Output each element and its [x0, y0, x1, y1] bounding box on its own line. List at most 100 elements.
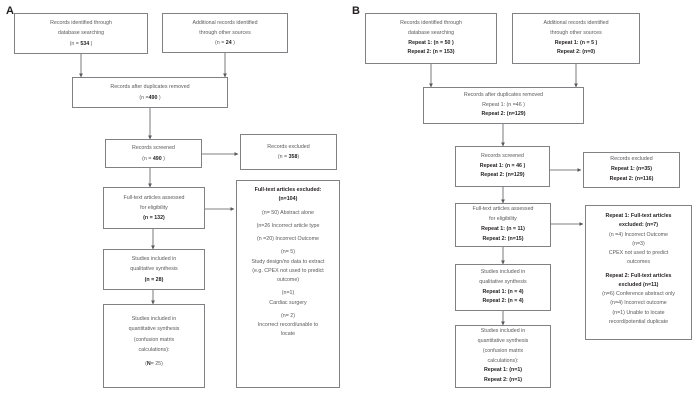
box-text-line: quantitative synthesis	[128, 326, 180, 333]
box-text-line: through other sources	[550, 29, 602, 36]
a-additional-records-other-sources-box: Additional records identified through oth…	[162, 13, 288, 53]
a-full-text-articles-excluded-box: Full-text articles excluded: (n=104) (n= 5…	[236, 180, 340, 388]
box-text-line: (n=104)	[278, 196, 298, 203]
panel-label-a: A	[6, 5, 15, 17]
box-text-emphasis: N	[146, 361, 151, 368]
box-text-emphasis: 534	[80, 40, 90, 47]
box-text-line: Full-text articles assessed	[123, 194, 185, 201]
b-full-text-articles-assessed-box: Full-text articles assessed for eligibili…	[455, 203, 551, 247]
b-studies-quantitative-synthesis-box: Studies included in quantitative synthesi…	[455, 325, 551, 388]
a-full-text-articles-assessed-box: Full-text articles assessed for eligibili…	[103, 187, 205, 229]
box-text-line: (n=6) Conference abstract only	[602, 291, 675, 298]
box-text-line: Repeat 1: (n=35)	[610, 166, 653, 173]
box-text-line: (n = 132)	[143, 215, 165, 222]
a-records-excluded-box: Records excluded (n = 358)	[240, 134, 337, 170]
box-text-line: Records after duplicates removed	[110, 84, 190, 91]
b-additional-records-other-sources-box: Additional records identified through oth…	[512, 13, 640, 64]
box-text-line: excluded: (n=7)	[619, 222, 658, 229]
box-text-line: (e.g. CPEX not used to predict	[252, 267, 324, 274]
box-text-line: Study design/no data to extract	[251, 258, 325, 265]
box-text-line: Additional records identified	[192, 19, 258, 26]
box-text-line: Full-text articles excluded:	[254, 187, 322, 193]
box-text-line: Records screened	[132, 145, 175, 152]
box-text-line: (confusion matrix	[133, 336, 175, 343]
box-text-line: calculations):	[138, 346, 170, 353]
box-text-line: Repeat 1: (n = 46 )	[479, 162, 526, 169]
box-text-line: Records identified through	[400, 19, 462, 26]
box-text-line: calculations):	[487, 357, 519, 364]
box-text-line: Repeat 2: (n=15)	[482, 235, 524, 242]
box-text-line: (N= 25)	[145, 361, 163, 368]
box-text-line: qualitative synthesis	[130, 266, 178, 273]
box-text-line: Repeat 1: (n =46 )	[482, 101, 525, 108]
box-text-emphasis: 490	[148, 94, 158, 101]
box-text-line: (n =4) Incorrect Outcome	[608, 231, 669, 238]
box-text-line: database searching	[57, 30, 105, 37]
box-text-line: Studies included in	[131, 256, 177, 262]
b-studies-qualitative-synthesis-box: Studies included in qualitative synthesis…	[455, 264, 551, 311]
box-text-line: quantitative synthesis	[477, 337, 529, 344]
box-text-line: for eligibility	[489, 216, 517, 223]
box-text-line: Cardiac surgery	[269, 299, 307, 306]
box-text-line: Studies included in	[480, 328, 526, 335]
box-text-line: Repeat 1: Full-text articles	[605, 213, 672, 219]
box-text-line: (n = 490 )	[142, 155, 165, 162]
box-text-line: (n = 24 )	[215, 40, 235, 47]
box-text-line: Repeat 1: (n=1)	[483, 367, 523, 374]
box-text-line: (n=3)	[632, 240, 645, 247]
box-text-line: (n = 358)	[277, 154, 300, 160]
box-text-emphasis: 24	[225, 40, 232, 47]
box-text-line: database searching	[407, 29, 455, 36]
box-text-line: Records excluded	[267, 143, 310, 150]
a-studies-quantitative-synthesis-box: Studies included in quantitative synthesi…	[103, 304, 205, 388]
box-text-line: Repeat 1: (n = 11)	[481, 226, 525, 232]
box-text-line: locate	[280, 331, 296, 338]
box-text-line: Full-text articles assessed	[472, 206, 534, 213]
box-text-line: Repeat 2: (n=0)	[556, 49, 596, 56]
box-text-line: (n= 2)	[281, 312, 295, 319]
box-text-line: Repeat 2: (n = 4)	[482, 298, 524, 305]
box-text-line: Repeat 2: (n = 153)	[407, 49, 455, 56]
box-text-line: outcome)	[276, 277, 300, 284]
box-text-line: record/potential duplicate	[608, 318, 669, 325]
b-records-identified-database-box: Records identified through database searc…	[365, 13, 497, 64]
box-text-line: (n=1) Unable to locate	[612, 309, 665, 316]
box-text-emphasis: 358	[288, 154, 298, 160]
box-text-line: Studies included in	[131, 316, 177, 322]
box-text-line: (n =490 )	[139, 94, 161, 101]
box-text-line: outcomes	[627, 259, 650, 266]
box-text-line: (n= 50) Abstract alone	[262, 209, 314, 216]
box-text-line: (n = 28)	[144, 276, 164, 283]
box-text-line: Records excluded	[610, 156, 653, 163]
box-text-line: through other sources	[199, 29, 251, 36]
box-text-line: (n=4) Incorrect outcome	[610, 300, 667, 307]
box-text-line: (n = 534 )	[69, 40, 93, 47]
box-text-line: for eligibility	[140, 204, 168, 211]
box-text-line: excluded (n=11)	[618, 281, 659, 288]
box-text-line: Records screened	[481, 152, 524, 159]
box-text-line: Repeat 1: (n = 4)	[482, 288, 524, 295]
b-full-text-articles-excluded-box: Repeat 1: Full-text articles excluded: (n…	[585, 205, 692, 340]
a-studies-qualitative-synthesis-box: Studies included in qualitative synthesis…	[103, 249, 205, 290]
box-text-line: qualitative synthesis	[479, 278, 527, 285]
box-text-line: Repeat 2: Full-text articles	[605, 272, 672, 279]
box-text-line: (confusion matrix	[482, 347, 524, 354]
box-text-emphasis: 490	[152, 155, 162, 162]
a-records-identified-database-box: Records identified through database searc…	[14, 13, 148, 54]
box-text-line: CPEX not used to predict	[608, 250, 669, 257]
box-text-line: Incorrect record/unable to	[257, 322, 319, 329]
panel-label-b: B	[352, 5, 361, 17]
a-records-after-duplicates-removed-box: Records after duplicates removed (n =490 …	[72, 77, 228, 108]
box-text-line: Additional records identified	[543, 19, 609, 26]
box-text-line: (n=26 Incorrect article type	[256, 222, 320, 229]
box-text-line: Repeat 1: (n = 50 )	[408, 39, 454, 46]
box-text-line: (n =20) Incorrect Outcome	[257, 236, 319, 243]
box-text-line: (n=1)	[281, 290, 295, 297]
box-text-line: Repeat 2: (n=116)	[609, 175, 654, 182]
box-text-line: (n= 5)	[281, 249, 295, 256]
box-text-line: Records identified through	[50, 20, 112, 26]
box-text-line: Studies included in	[480, 268, 526, 275]
